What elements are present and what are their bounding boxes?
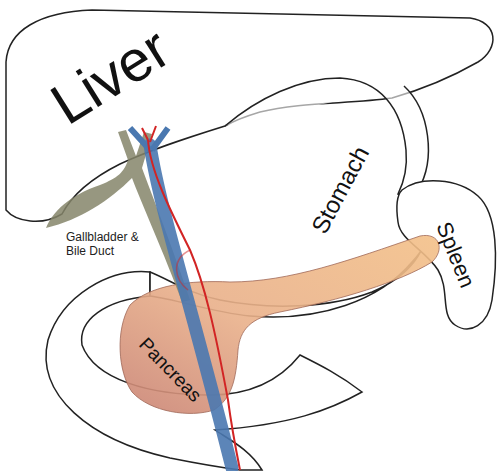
spleen-region: Spleen: [410, 210, 500, 300]
organ-name: Liver: [39, 13, 181, 136]
organ-name: Spleen: [430, 218, 480, 291]
organ-name: Pancreas: [134, 333, 206, 406]
organ-label: Gallbladder & Bile Duct: [66, 230, 162, 258]
organ-name: Stomach: [305, 142, 374, 239]
pancreas-region: Pancreas: [115, 330, 225, 410]
liver-region: Liver: [10, 20, 210, 130]
stomach-region: Stomach: [285, 145, 395, 235]
